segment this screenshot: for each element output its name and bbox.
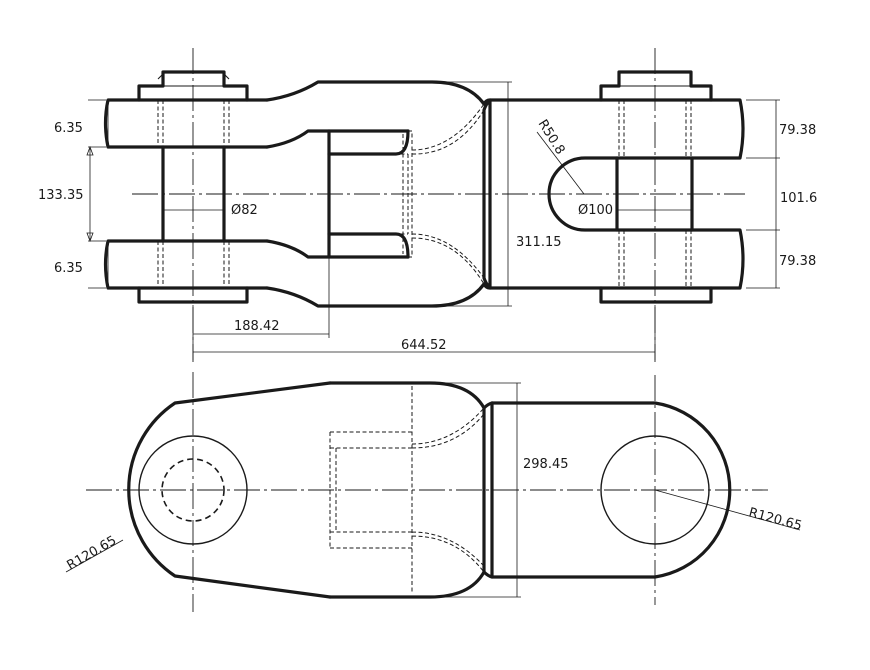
right-eye-outline <box>490 401 732 579</box>
dim-6-35-top: 6.35 <box>54 121 83 136</box>
left-pin-nut-bottom <box>137 286 249 304</box>
swivel-shank-hidden-arcs <box>411 103 485 285</box>
dim-644-52: 644.52 <box>401 338 447 353</box>
left-eye-bore <box>138 435 248 545</box>
right-eye-bore <box>600 435 710 545</box>
dim-dia-100: Ø100 <box>578 203 613 218</box>
right-pin-hidden-lines <box>618 100 692 288</box>
dim-133-35: 133.35 <box>38 188 84 203</box>
dim-188-42: 188.42 <box>234 319 280 334</box>
left-eye-outline <box>127 381 332 599</box>
dim-79-38-top: 79.38 <box>779 123 816 138</box>
right-pin-nut-bottom <box>599 286 713 304</box>
left-pin-head-top <box>137 70 249 102</box>
dim-298-45: 298.45 <box>523 457 569 472</box>
dim-r-50-8: R50.8 <box>535 117 568 157</box>
left-eye-hidden-circle <box>161 458 225 522</box>
left-upper-jaw <box>103 98 269 149</box>
left-lower-jaw <box>103 239 269 290</box>
right-clevis-outline <box>488 98 745 290</box>
top-view-dimensions: 6.35 133.35 6.35 Ø82 188.42 644.52 311.1… <box>38 81 817 360</box>
top-view: 6.35 133.35 6.35 Ø82 188.42 644.52 311.1… <box>38 48 817 362</box>
swivel-body-left <box>265 80 486 308</box>
dim-79-38-bottom: 79.38 <box>779 254 816 269</box>
right-pin-head-top <box>599 70 713 102</box>
left-pin-shaft <box>161 145 226 243</box>
dim-101-6: 101.6 <box>780 191 817 206</box>
central-joint <box>482 98 492 290</box>
left-pin-hidden-lines <box>157 100 230 288</box>
bottom-view: 298.45 R120.65 R120.65 <box>65 372 804 612</box>
dim-r-120-65-right: R120.65 <box>747 505 804 534</box>
right-pin-shaft <box>615 156 694 232</box>
bottom-central-joint <box>482 401 494 579</box>
dim-dia-82: Ø82 <box>231 203 258 218</box>
dim-r-120-65-left: R120.65 <box>65 533 120 573</box>
bottom-body-edges <box>328 381 486 599</box>
dim-311-15: 311.15 <box>516 235 562 250</box>
bottom-hidden-details <box>329 386 485 594</box>
swivel-boss-hidden <box>329 130 413 258</box>
dim-6-35-bottom: 6.35 <box>54 261 83 276</box>
